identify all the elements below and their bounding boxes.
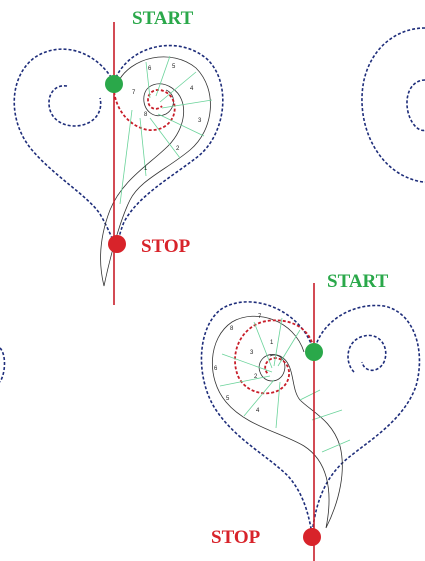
top-segment-number: 7	[132, 90, 136, 96]
bottom-segment-number: 5	[226, 396, 230, 402]
bottom-right-lobe-quilt-line	[311, 304, 421, 535]
top-stop-label: STOP	[141, 236, 191, 257]
bottom-start-marker	[305, 343, 323, 361]
top-heart-diagram: 6 5 4 3 2 1 7 8 START STOP	[13, 8, 224, 305]
bottom-segment-number: 4	[256, 408, 260, 414]
bottom-segment-number: 6	[214, 366, 218, 372]
partial-curl-quilt-line	[406, 79, 425, 132]
bottom-right-curl-quilt-line	[347, 334, 387, 373]
bottom-stop-marker	[303, 528, 321, 546]
top-right-partial-heart	[361, 27, 425, 183]
bottom-center-spiral	[234, 319, 315, 395]
top-right-lobe-quilt-line	[113, 44, 224, 251]
top-paisley-outline	[100, 56, 211, 287]
top-segment-number: 5	[172, 64, 176, 70]
top-segment-number: 1	[144, 166, 148, 172]
bottom-segment-number: 2	[254, 374, 258, 380]
top-segment-number: 3	[198, 118, 202, 124]
top-segment-number: 8	[144, 112, 148, 118]
top-segment-lines	[119, 55, 213, 205]
bottom-start-label: START	[327, 271, 389, 292]
top-start-label: START	[132, 8, 194, 29]
partial-lobe-quilt-line	[361, 27, 425, 183]
bottom-paisley-outline	[211, 315, 343, 529]
bottom-segment-lines	[219, 317, 351, 453]
top-stop-marker	[108, 235, 126, 253]
top-left-curl-quilt-line	[48, 85, 102, 127]
bottom-left-lobe-quilt-line	[200, 301, 315, 535]
top-segment-number: 4	[190, 86, 194, 92]
top-segment-number: 6	[148, 66, 152, 72]
bottom-segment-number: 3	[250, 350, 254, 356]
top-inner-spiral-outline	[143, 89, 174, 117]
top-start-marker	[105, 75, 123, 93]
bottom-segment-number: 1	[270, 340, 274, 346]
bottom-segment-number: 8	[230, 326, 234, 332]
top-left-lobe-quilt-line	[13, 48, 118, 251]
bottom-heart-diagram: 8 7 6 5 4 3 2 1 START STOP	[200, 271, 421, 561]
bottom-segment-number: 7	[258, 314, 262, 320]
top-segment-number: 2	[176, 146, 180, 152]
top-center-spiral	[113, 81, 176, 131]
bottom-stop-label: STOP	[211, 527, 261, 548]
bottom-inner-spiral-outline	[259, 354, 286, 382]
left-edge-partial-heart	[0, 347, 6, 383]
